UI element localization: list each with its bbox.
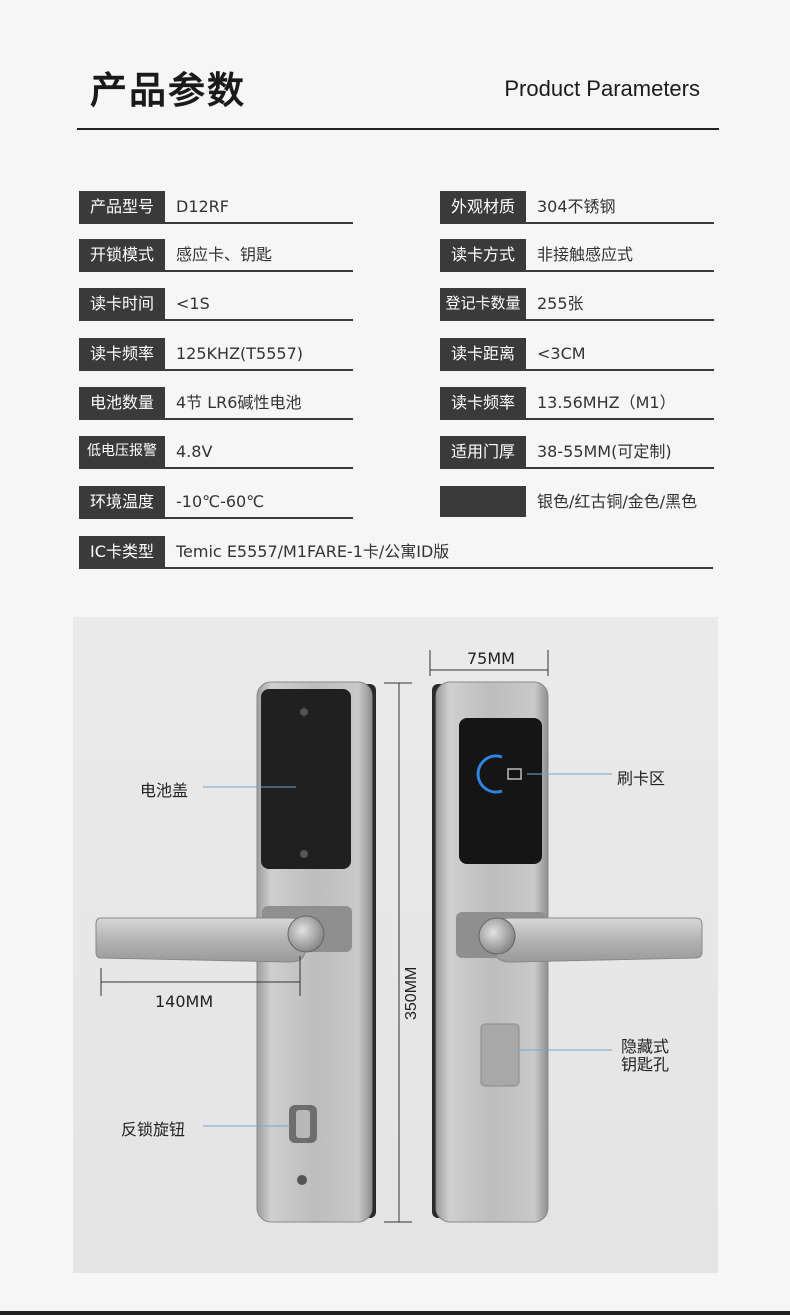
param-row-read-method: 读卡方式 非接触感应式 [440,239,714,272]
keyhole-label-line1: 隐藏式 [621,1037,670,1056]
card-area-label: 刷卡区 [617,769,666,788]
param-row-unlock-mode: 开锁模式 感应卡、钥匙 [79,239,353,272]
param-label: 适用门厚 [440,436,526,467]
screw-icon [297,1175,307,1185]
param-value: 4节 LR6碱性电池 [176,393,302,412]
param-label: IC卡类型 [79,536,165,567]
param-row-low-voltage: 低电压报警 4.8V [79,436,353,469]
param-label: 开锁模式 [79,239,165,270]
param-label: 环境温度 [79,486,165,517]
param-value: 感应卡、钥匙 [176,245,273,264]
handle-knob [287,915,325,953]
bottom-divider [0,1311,790,1315]
param-label [440,486,526,517]
param-row-ic-card-type: IC卡类型 Temic E5557/M1FARE-1卡/公寓ID版 [79,536,713,569]
param-value: Temic E5557/M1FARE-1卡/公寓ID版 [176,542,450,561]
param-row-read-frequency-m1: 读卡频率 13.56MHZ（M1） [440,387,714,420]
param-value: <1S [176,294,210,313]
param-value: 125KHZ(T5557) [176,344,303,363]
param-value: D12RF [176,197,229,216]
hidden-keyhole-cover [480,1023,520,1087]
param-value: 13.56MHZ（M1） [537,393,676,412]
param-row-material: 外观材质 304不锈钢 [440,191,714,224]
param-value: 38-55MM(可定制) [537,442,672,461]
param-row-read-frequency: 读卡频率 125KHZ(T5557) [79,338,353,371]
handle-knob [478,917,516,955]
param-label: 外观材质 [440,191,526,222]
dim-width-label: 75MM [467,649,515,668]
page-title: 产品参数 [90,69,246,112]
screw-icon [300,708,308,716]
param-row-door-thickness: 适用门厚 38-55MM(可定制) [440,436,714,469]
param-label: 低电压报警 [79,436,165,467]
card-reader-ring-icon [476,754,503,794]
dimension-lines [100,650,549,1223]
param-value: 非接触感应式 [537,245,634,264]
param-value: 304不锈钢 [537,197,616,216]
screw-icon [300,850,308,858]
param-row-temperature: 环境温度 -10℃-60℃ [79,486,353,519]
param-row-card-capacity: 登记卡数量 255张 [440,288,714,321]
param-value: 4.8V [176,442,213,461]
param-value: <3CM [537,344,586,363]
param-row-read-time: 读卡时间 <1S [79,288,353,321]
param-value: -10℃-60℃ [176,492,265,511]
param-label: 读卡距离 [440,338,526,369]
title-divider [77,128,719,130]
param-label: 产品型号 [79,191,165,222]
card-icon [507,768,522,780]
battery-cover-label: 电池盖 [140,781,189,800]
lock-front-view [432,681,703,1223]
page-subtitle: Product Parameters [504,76,700,101]
param-label: 读卡方式 [440,239,526,270]
lever-handle-right [494,917,703,963]
param-label: 登记卡数量 [440,288,526,319]
dim-height-label: 350MM [403,967,420,1020]
pointer-lines [203,773,612,1127]
keyhole-label-line2: 钥匙孔 [621,1055,670,1074]
param-row-colors: 银色/红古铜/金色/黑色 [440,486,714,519]
lock-back-view [95,681,376,1223]
param-label: 读卡时间 [79,288,165,319]
param-row-model: 产品型号 D12RF [79,191,353,224]
param-row-battery: 电池数量 4节 LR6碱性电池 [79,387,353,420]
param-label: 读卡频率 [79,338,165,369]
battery-cover [261,689,351,869]
param-label: 电池数量 [79,387,165,418]
param-value: 255张 [537,294,584,313]
param-value: 银色/红古铜/金色/黑色 [537,492,698,511]
dim-handle-label: 140MM [155,992,214,1011]
param-row-read-distance: 读卡距离 <3CM [440,338,714,371]
lever-handle-left [95,917,306,963]
thumb-turn-label: 反锁旋钮 [121,1120,186,1139]
param-label: 读卡频率 [440,387,526,418]
